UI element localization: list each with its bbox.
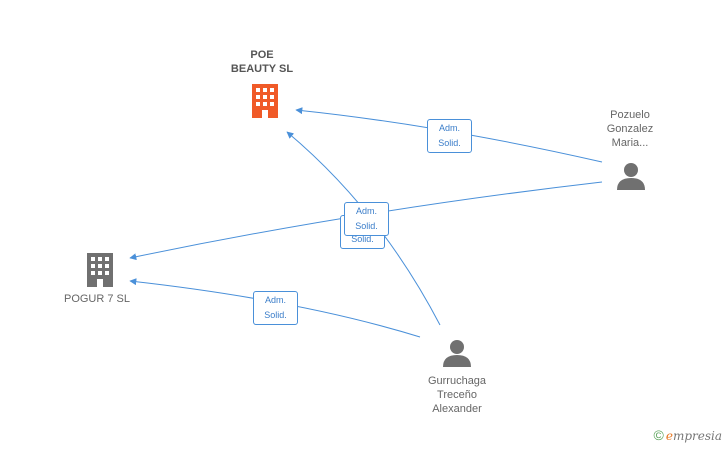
person-icon[interactable] bbox=[443, 340, 471, 367]
node-label-pozuelo[interactable]: Pozuelo Gonzalez Maria... bbox=[588, 108, 672, 150]
node-label-line: POE bbox=[250, 49, 274, 61]
edge-label-pozuelo-poe[interactable]: Adm. Solid. bbox=[427, 119, 472, 153]
node-label-line: Gonzalez bbox=[606, 123, 654, 135]
node-label-poe-beauty[interactable]: POE BEAUTY SL bbox=[222, 48, 302, 76]
brand-logo: empresia bbox=[666, 429, 722, 443]
node-label-line: Treceño bbox=[437, 389, 477, 401]
brand-first-letter: e bbox=[665, 429, 673, 443]
person-icon[interactable] bbox=[617, 163, 645, 190]
node-label-line: Maria... bbox=[611, 137, 649, 149]
copyright-icon: © bbox=[653, 427, 664, 443]
node-label-gurruchaga[interactable]: Gurruchaga Treceño Alexander bbox=[405, 374, 509, 416]
node-label-line: Gurruchaga bbox=[427, 375, 487, 387]
edge-label-gurruchaga-pogur[interactable]: Adm. Solid. bbox=[253, 291, 298, 325]
node-label-line: POGUR 7 SL bbox=[63, 293, 131, 305]
brand-rest: mpresia bbox=[672, 429, 722, 443]
edge-label-pozuelo-pogur[interactable]: Adm. Solid. bbox=[344, 202, 389, 236]
watermark: ©empresia bbox=[654, 427, 723, 443]
node-label-pogur[interactable]: POGUR 7 SL bbox=[50, 292, 144, 306]
building-icon[interactable] bbox=[252, 84, 278, 118]
node-label-line: Pozuelo bbox=[610, 109, 650, 121]
node-label-line: Alexander bbox=[432, 403, 482, 415]
building-icon[interactable] bbox=[87, 253, 113, 287]
node-label-line: BEAUTY SL bbox=[230, 63, 294, 75]
